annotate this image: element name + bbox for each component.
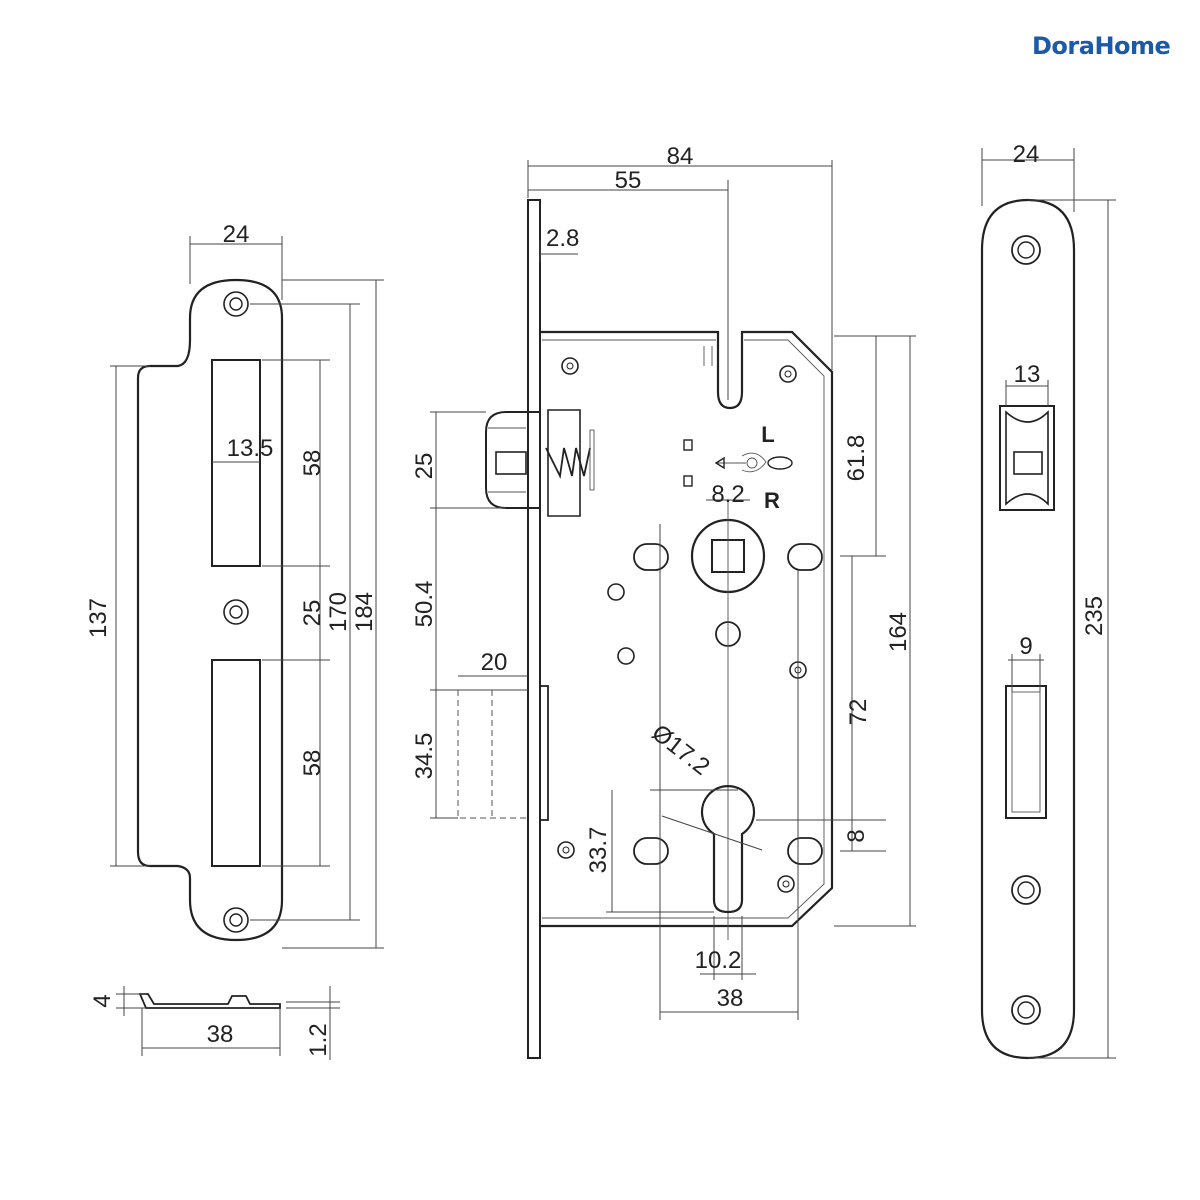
brand-logo: DoraHome	[1032, 32, 1171, 60]
dim-width: 24	[223, 221, 250, 248]
screw-hole-icon	[1011, 875, 1041, 905]
latch-window	[999, 405, 1055, 511]
dim-faceplate-thickness: 2.8	[546, 225, 579, 252]
dim-hole-spacing: 170	[325, 592, 352, 632]
dim-total-height: 184	[351, 592, 378, 632]
dim-opening-top: 58	[299, 450, 326, 477]
dim-side-depth: 4	[89, 994, 116, 1007]
screw-icon	[777, 875, 795, 893]
dim-latch-height: 25	[411, 453, 438, 480]
screw-icon	[561, 357, 579, 375]
screw-hole-icon	[223, 907, 249, 933]
dim-width-total: 84	[667, 143, 694, 170]
dim-width: 24	[1013, 141, 1040, 168]
dim-body-height: 164	[885, 612, 912, 652]
dim-deadbolt-projection: 20	[481, 649, 508, 676]
cylinder-cutout	[700, 784, 756, 914]
lock-case-outline	[540, 330, 834, 928]
dim-gap: 25	[299, 600, 326, 627]
screw-hole-icon	[223, 599, 249, 625]
screw-hole-icon	[1011, 995, 1041, 1025]
handing-indicator: L R	[683, 422, 793, 513]
dim-deadbolt-height: 34.5	[411, 733, 438, 780]
dim-spindle-size: 8.2	[711, 481, 744, 508]
screw-icon	[557, 841, 575, 859]
hand-left-label: L	[761, 422, 774, 447]
spindle-hub	[690, 500, 766, 940]
front-faceplate-outline	[980, 198, 1076, 1060]
dim-hole-spacing: 38	[717, 985, 744, 1012]
dim-side-width: 38	[207, 1021, 234, 1048]
hand-right-label: R	[764, 488, 780, 513]
screw-hole-icon	[1011, 235, 1041, 265]
dim-bolt-width: 9	[1019, 633, 1032, 660]
dim-center-distance: 72	[845, 699, 872, 726]
dim-height: 235	[1081, 596, 1108, 636]
dim-latch-to-spindle: 50.4	[411, 581, 438, 628]
dim-top-offset: 61.8	[843, 435, 870, 482]
dim-cylinder-width: 10.2	[695, 947, 742, 974]
bolt-window	[1005, 685, 1047, 819]
dim-thickness: 1.2	[305, 1023, 332, 1056]
dim-height-outer: 137	[85, 598, 112, 638]
latch-bolt	[485, 409, 595, 517]
lock-body: L R	[411, 143, 916, 1059]
front-faceplate: 24 13 9 235	[980, 141, 1116, 1060]
deadbolt	[457, 685, 549, 821]
screw-hole-icon	[223, 291, 249, 317]
dim-opening-width: 13.5	[227, 435, 274, 462]
dim-opening-bottom: 58	[299, 750, 326, 777]
dim-cylinder-offset: 33.7	[585, 827, 612, 874]
dim-cylinder-slot: 8	[843, 829, 870, 842]
strike-plate-side-profile	[138, 993, 281, 1009]
lock-faceplate	[527, 199, 541, 1059]
strike-plate: 24 137 13.5 58 25 58 170 184 4 38 1.2	[85, 221, 384, 1060]
screw-icon	[779, 365, 797, 383]
dim-cylinder-diameter: Ø17.2	[647, 719, 715, 781]
latch-opening	[211, 359, 261, 567]
strike-plate-outline	[136, 278, 284, 942]
bolt-opening	[211, 659, 261, 867]
dim-latch-width: 13	[1014, 361, 1041, 388]
dim-backset: 55	[615, 167, 642, 194]
